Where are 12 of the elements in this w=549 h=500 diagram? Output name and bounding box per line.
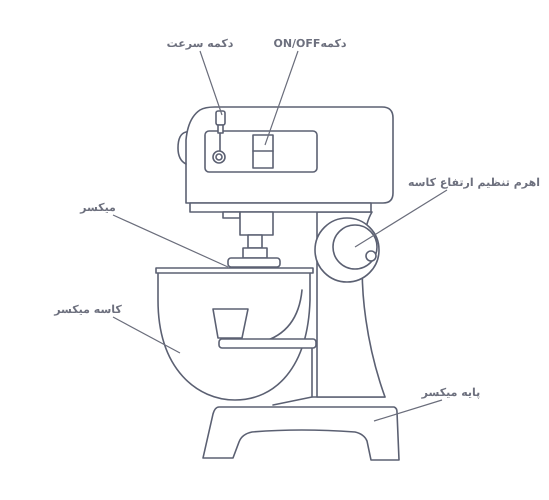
- part-label: پایه میکسر: [422, 386, 480, 400]
- part-label: دکمه سرعت: [166, 37, 234, 51]
- leader-line: [374, 399, 442, 422]
- part-label: دکمهON/OFF: [273, 37, 347, 51]
- leader-line: [354, 189, 448, 248]
- part-label: اهرم تنظیم ارتفاع کاسه: [408, 176, 540, 190]
- part-label: کاسه میکسر: [54, 303, 122, 317]
- leader-line: [264, 50, 299, 146]
- leader-line: [112, 316, 180, 354]
- leader-line: [112, 214, 228, 268]
- part-label: میکسر: [80, 201, 116, 215]
- leader-line: [199, 50, 223, 116]
